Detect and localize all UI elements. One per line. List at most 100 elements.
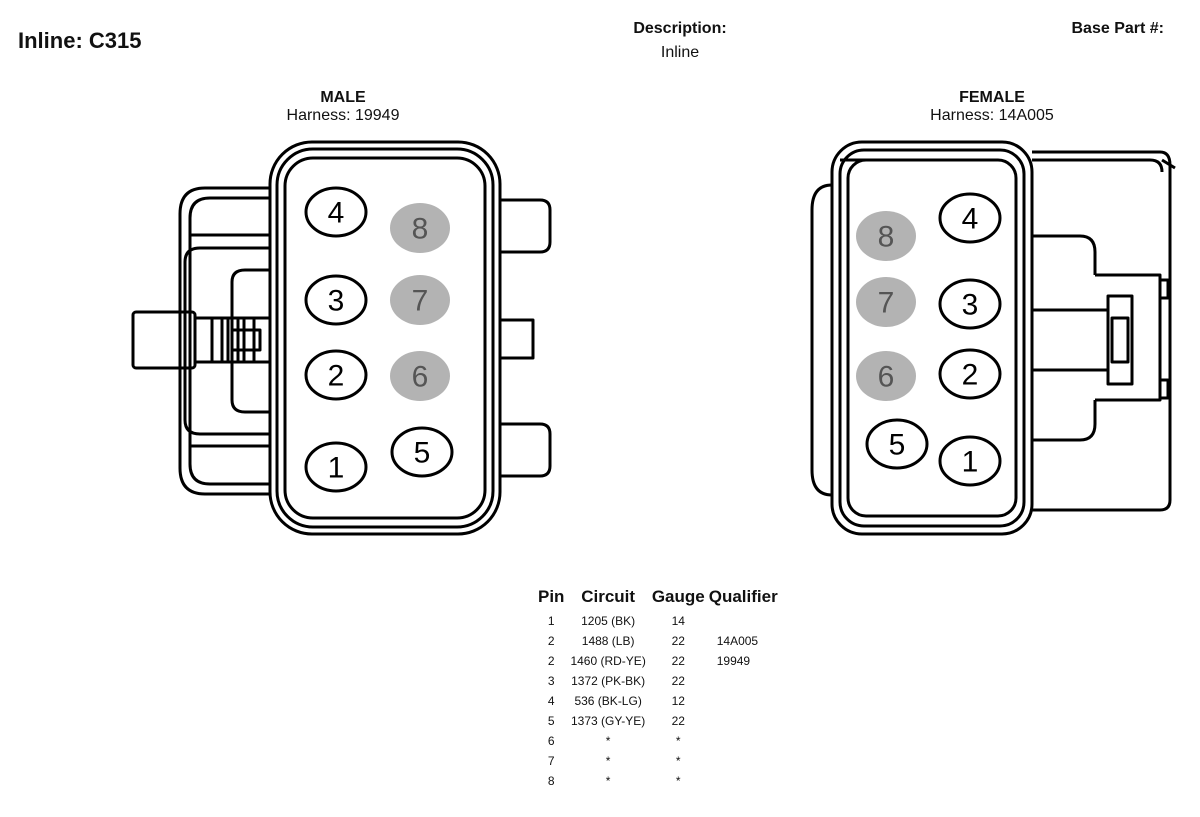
table-cell-gauge: 14	[671, 614, 685, 628]
female-pin-circle	[938, 278, 1002, 330]
male-pin-2: 2	[304, 349, 368, 401]
table-cell-qualifier	[707, 671, 780, 691]
female-pin-4: 4	[938, 192, 1002, 244]
table-row: 2 1460 (RD-YE) 22 19949	[536, 651, 780, 671]
female-pin-label: 7	[878, 287, 895, 320]
male-pin-label: 8	[412, 213, 429, 246]
female-pin-2: 2	[938, 348, 1002, 400]
table-cell-gauge: 22	[671, 634, 685, 648]
male-pin-label: 2	[328, 360, 345, 393]
table-cell-circuit: 1205 (BK)	[581, 614, 636, 628]
male-harness: Harness: 19949	[286, 107, 400, 124]
male-pin-circle	[304, 274, 368, 326]
female-pin-label: 3	[962, 289, 979, 322]
male-pin-8: 8	[390, 203, 450, 253]
table-cell-pin: 6	[547, 734, 555, 748]
male-header: MALE Harness: 19949	[233, 89, 453, 125]
table-cell-qualifier	[707, 611, 780, 631]
female-label: FEMALE	[959, 89, 1025, 106]
female-pin-5: 5	[865, 418, 929, 470]
female-header: FEMALE Harness: 14A005	[882, 89, 1102, 125]
male-pin-label: 4	[328, 197, 345, 230]
male-pin-circle	[390, 275, 450, 325]
male-pin-circle	[304, 186, 368, 238]
female-pin-circle	[938, 192, 1002, 244]
female-pin-label: 2	[962, 359, 979, 392]
male-label: MALE	[320, 89, 366, 106]
male-pin-4: 4	[304, 186, 368, 238]
female-pin-label: 6	[878, 361, 895, 394]
table-cell-circuit: *	[605, 774, 611, 788]
female-pin-label: 5	[889, 429, 906, 462]
female-pin-3: 3	[938, 278, 1002, 330]
male-pin-label: 6	[412, 361, 429, 394]
table-cell-gauge: 22	[671, 674, 685, 688]
table-cell-circuit: *	[605, 754, 611, 768]
male-pin-circle	[304, 349, 368, 401]
table-cell-gauge: *	[675, 754, 681, 768]
table-cell-pin: 3	[547, 674, 555, 688]
female-pin-circle	[938, 435, 1002, 487]
female-pin-circle	[856, 351, 916, 401]
table-cell-circuit: 536 (BK-LG)	[574, 694, 642, 708]
table-row: 8**	[536, 771, 780, 791]
female-pin-1: 1	[938, 435, 1002, 487]
table-cell-pin: 5	[547, 714, 555, 728]
female-connector-body	[810, 140, 1176, 536]
table-cell-gauge: *	[675, 734, 681, 748]
female-pin-label: 4	[962, 203, 979, 236]
male-pin-5: 5	[390, 426, 454, 478]
column-header-circuit: Circuit	[581, 587, 636, 606]
male-pin-grid: 4 8 3 7 2 6 1 5	[304, 186, 454, 493]
table-cell-circuit: *	[605, 734, 611, 748]
description-block: Description: Inline	[580, 20, 780, 62]
female-pin-circle	[938, 348, 1002, 400]
male-pin-circle	[304, 441, 368, 493]
male-pin-label: 3	[328, 285, 345, 318]
male-pin-circle	[390, 351, 450, 401]
female-pin-6: 6	[856, 351, 916, 401]
male-pin-label: 5	[414, 437, 431, 470]
table-cell-gauge: 22	[671, 714, 685, 728]
female-pin-circle	[856, 211, 916, 261]
table-cell-qualifier	[707, 711, 780, 731]
male-connector-body	[131, 140, 552, 536]
table-cell-pin: 2	[547, 634, 555, 648]
table-cell-qualifier: 19949	[716, 654, 751, 668]
column-header-qualifier: Qualifier	[708, 587, 778, 606]
table-cell-gauge: 12	[671, 694, 685, 708]
table-cell-circuit: 1460 (RD-YE)	[570, 654, 646, 668]
female-harness: Harness: 14A005	[930, 107, 1054, 124]
male-pin-label: 1	[328, 452, 345, 485]
table-cell-gauge: *	[675, 774, 681, 788]
description-label: Description:	[633, 20, 727, 37]
table-cell-qualifier	[707, 731, 780, 751]
female-pin-circle	[865, 418, 929, 470]
male-pin-6: 6	[390, 351, 450, 401]
base-part-label: Base Part #:	[1071, 20, 1165, 37]
table-cell-pin: 2	[547, 654, 555, 668]
male-pin-circle	[390, 203, 450, 253]
male-pin-3: 3	[304, 274, 368, 326]
column-header-gauge: Gauge	[651, 587, 705, 606]
male-pin-label: 7	[412, 285, 429, 318]
table-cell-qualifier	[707, 751, 780, 771]
table-cell-qualifier	[707, 771, 780, 791]
male-pin-circle	[390, 426, 454, 478]
table-cell-gauge: 22	[671, 654, 685, 668]
column-header-pin: Pin	[538, 587, 565, 606]
table-row: 7**	[536, 751, 780, 771]
table-cell-circuit: 1373 (GY-YE)	[571, 714, 646, 728]
connector-title: Inline: C315	[18, 28, 142, 53]
female-pin-circle	[856, 277, 916, 327]
female-pin-7: 7	[856, 277, 916, 327]
